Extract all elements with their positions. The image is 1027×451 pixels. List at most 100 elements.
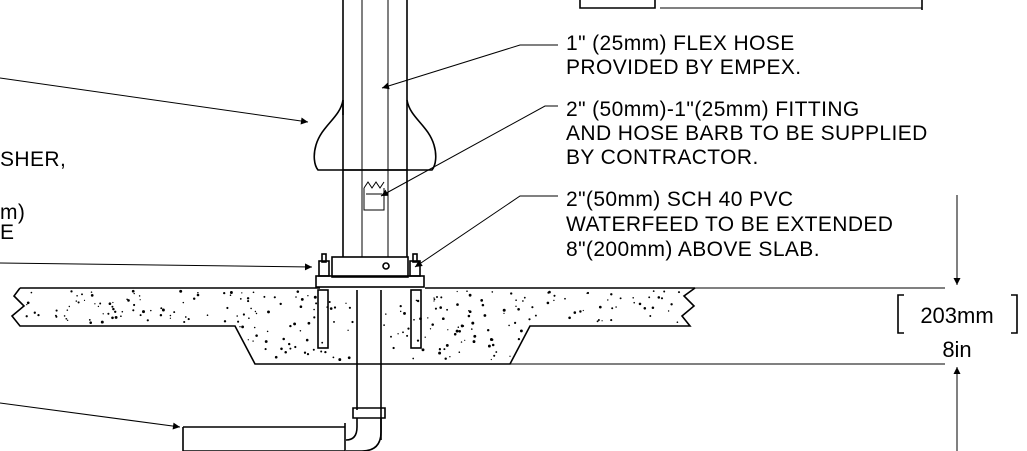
aggregate-speck	[246, 297, 250, 300]
aggregate-speck	[390, 335, 392, 338]
aggregate-speck	[510, 292, 513, 295]
aggregate-speck	[241, 292, 243, 294]
aggregate-speck	[598, 305, 602, 309]
aggregate-speck	[383, 324, 385, 326]
aggregate-speck	[517, 307, 520, 311]
aggregate-speck	[196, 293, 200, 297]
aggregate-speck	[455, 329, 459, 333]
aggregate-speck	[63, 315, 66, 317]
aggregate-speck	[333, 320, 335, 323]
dimension-line	[897, 195, 1018, 451]
aggregate-speck	[610, 319, 613, 322]
aggregate-speck	[445, 343, 449, 347]
aggregate-speck	[443, 348, 446, 351]
aggregate-speck	[197, 291, 199, 294]
aggregate-speck	[523, 296, 526, 299]
aggregate-speck	[247, 339, 249, 341]
aggregate-speck	[519, 329, 523, 333]
aggregate-speck	[179, 289, 183, 293]
aggregate-speck	[406, 334, 409, 337]
aggregate-speck	[26, 301, 30, 305]
aggregate-speck	[517, 337, 521, 341]
aggregate-speck	[206, 314, 209, 317]
aggregate-speck	[293, 322, 297, 326]
aggregate-speck	[471, 321, 475, 325]
aggregate-speck	[289, 347, 292, 350]
aggregate-speck	[415, 299, 418, 302]
aggregate-speck	[489, 338, 493, 341]
aggregate-speck	[267, 310, 270, 314]
aggregate-speck	[652, 290, 655, 292]
aggregate-speck	[324, 350, 327, 354]
base-flange	[315, 253, 425, 288]
aggregate-speck	[657, 296, 661, 299]
aggregate-speck	[264, 348, 267, 351]
dimension-imperial: 8in	[942, 337, 971, 362]
aggregate-speck	[66, 309, 69, 311]
aggregate-speck	[321, 341, 324, 344]
leader-lines	[0, 44, 558, 430]
aggregate-speck	[399, 310, 402, 313]
aggregate-speck	[528, 318, 531, 321]
aggregate-speck	[223, 320, 227, 323]
aggregate-speck	[638, 302, 642, 306]
aggregate-speck	[546, 301, 550, 305]
concrete-slab	[10, 287, 945, 365]
aggregate-speck	[676, 321, 679, 324]
aggregate-speck	[30, 291, 33, 294]
aggregate-speck	[586, 292, 588, 294]
aggregate-speck	[648, 296, 651, 299]
aggregate-speck	[187, 318, 190, 321]
anchor-bolts	[317, 289, 422, 349]
aggregate-speck	[229, 291, 233, 294]
aggregate-speck	[183, 320, 186, 324]
aggregate-speck	[223, 291, 226, 295]
aggregate-speck	[254, 310, 257, 313]
aggregate-speck	[247, 300, 250, 303]
aggregate-speck	[315, 302, 318, 305]
aggregate-speck	[468, 293, 472, 297]
aggregate-speck	[303, 351, 307, 354]
aggregate-speck	[568, 316, 571, 320]
aggregate-speck	[633, 301, 635, 304]
aggregate-speck	[667, 310, 670, 312]
aggregate-speck	[458, 330, 461, 333]
aggregate-speck	[456, 290, 458, 293]
title-block-fragment	[579, 0, 923, 10]
aggregate-speck	[447, 329, 449, 331]
aggregate-speck	[169, 314, 172, 317]
aggregate-speck	[470, 328, 473, 330]
aggregate-speck	[150, 309, 152, 312]
aggregate-speck	[453, 332, 457, 336]
aggregate-speck	[515, 299, 517, 302]
aggregate-speck	[264, 340, 268, 343]
aggregate-speck	[99, 302, 102, 305]
aggregate-speck	[289, 324, 292, 328]
aggregate-speck	[76, 295, 78, 297]
aggregate-speck	[464, 339, 466, 341]
aggregate-speck	[491, 343, 495, 347]
aggregate-speck	[252, 340, 254, 342]
aggregate-speck	[446, 308, 449, 311]
fitting-line1: 2" (50mm)-1"(25mm) FITTING	[566, 98, 860, 121]
aggregate-speck	[480, 299, 484, 302]
aggregate-speck	[329, 307, 333, 310]
aggregate-speck	[458, 351, 461, 354]
aggregate-speck	[114, 310, 117, 313]
aggregate-speck	[77, 301, 80, 304]
aggregate-speck	[75, 300, 78, 302]
aggregate-speck	[508, 324, 510, 327]
aggregate-speck	[299, 305, 303, 309]
aggregate-speck	[54, 314, 57, 317]
aggregate-speck	[403, 311, 406, 315]
aggregate-speck	[338, 358, 342, 362]
aggregate-speck	[601, 320, 603, 322]
aggregate-speck	[248, 317, 250, 320]
aggregate-speck	[55, 309, 58, 312]
left-partial-line3: E	[0, 221, 14, 244]
waterfeed-line2: WATERFEED TO BE EXTENDED	[566, 213, 893, 236]
aggregate-speck	[473, 334, 477, 338]
aggregate-speck	[481, 303, 485, 307]
aggregate-speck	[412, 357, 415, 360]
aggregate-speck	[328, 300, 331, 304]
